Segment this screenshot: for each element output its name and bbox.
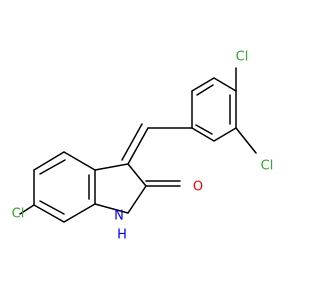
- bond-ring-a-1: [213, 77, 237, 92]
- bond-ring-a-6-inner: [196, 84, 214, 96]
- bond-benzo-2: [33, 151, 65, 171]
- bond-five-3: [94, 203, 129, 214]
- bond-ring-a-4-inner: [195, 124, 213, 135]
- atom-cl-top: Cl: [236, 50, 249, 65]
- bond-ring-a-4: [191, 127, 215, 142]
- atom-cl-right: Cl: [261, 159, 274, 174]
- atom-nitrogen: N: [114, 209, 124, 224]
- bond-cl-right: [235, 127, 257, 154]
- bond-benzo-2-inner: [39, 159, 66, 175]
- atom-label-layer: Cl Cl Cl O N H: [12, 50, 274, 243]
- atom-hydrogen: H: [117, 228, 127, 243]
- atom-cl-left: Cl: [12, 207, 25, 222]
- atom-oxygen: O: [193, 180, 203, 195]
- bond-five-5: [94, 163, 129, 171]
- bond-benzo-4-inner: [39, 200, 65, 215]
- molecule-structure: Cl Cl Cl O N H: [12, 50, 274, 243]
- bond-cl-left: [19, 204, 35, 215]
- bond-ring-a-6: [191, 77, 215, 92]
- bond-five-2: [127, 185, 147, 214]
- bond-ring-a-3: [213, 127, 237, 142]
- bond-benzo-4: [33, 204, 65, 223]
- bond-benzo-5: [63, 203, 96, 223]
- bond-benzo-1: [63, 151, 96, 171]
- bond-layer: [19, 67, 257, 223]
- bond-vinyl-2-inner: [121, 123, 143, 161]
- bond-five-1: [127, 163, 147, 187]
- bond-vinyl-2: [127, 127, 149, 165]
